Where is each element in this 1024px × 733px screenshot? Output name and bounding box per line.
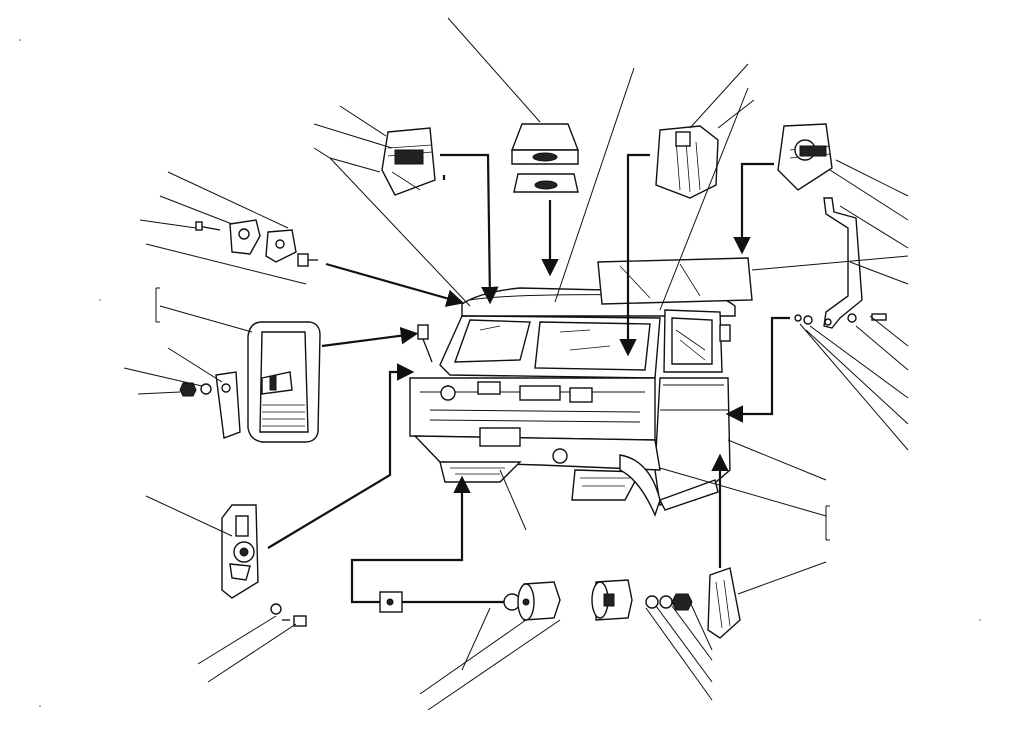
- cab-body: [409, 287, 736, 517]
- latch-screws: [270, 603, 307, 627]
- rubber-mount-stud: [591, 579, 693, 621]
- roof-lamp: [510, 123, 580, 193]
- marker-lamp-left: [381, 127, 436, 196]
- scan-specks: [19, 39, 981, 707]
- pedal-pad: [707, 567, 741, 639]
- mounting-bolt: [379, 591, 521, 613]
- rear-view-mirror: [247, 321, 321, 443]
- leader-lines: [123, 17, 909, 711]
- marker-lamp-right: [777, 123, 833, 191]
- marker-lamp-center: [655, 125, 719, 199]
- assembly-arrows: [267, 153, 790, 604]
- mirror-bracket: [179, 371, 241, 439]
- grab-handle: [794, 197, 887, 329]
- hinge-brackets: [195, 219, 318, 267]
- rear-window-glass: [597, 257, 753, 305]
- rubber-mount: [517, 581, 561, 621]
- door-latch: [221, 504, 259, 599]
